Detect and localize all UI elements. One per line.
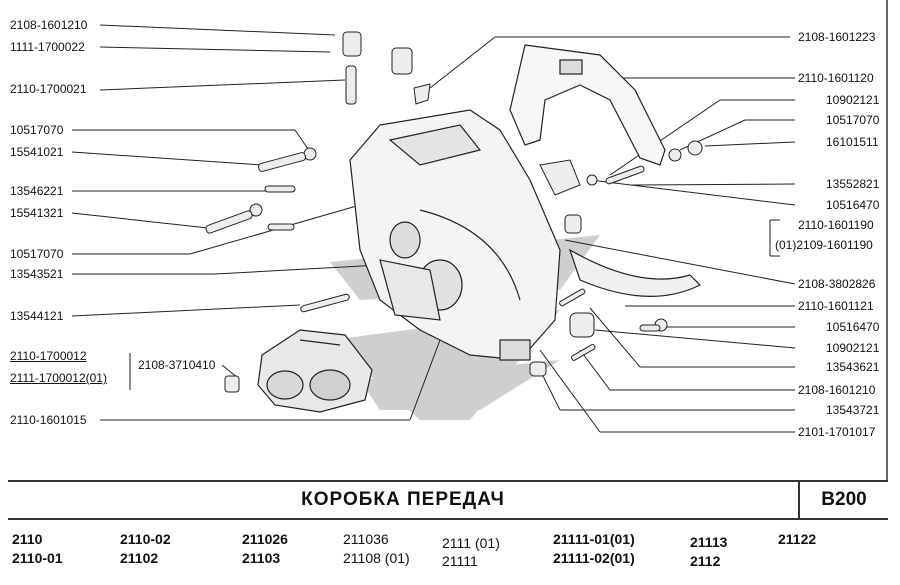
model-code: 2110-01 — [12, 550, 63, 566]
part-label: 2108-3710410 — [138, 358, 216, 372]
part-label: 2108-1601210 — [10, 18, 88, 32]
model-code: 211026 — [242, 531, 288, 547]
model-code: 21122 — [778, 531, 817, 547]
part-label: 13543721 — [826, 403, 880, 417]
part-label: 2101-1701017 — [798, 425, 876, 439]
part-label: 13543621 — [826, 360, 880, 374]
model-code: 21113 — [690, 534, 728, 550]
gearbox-assembly-thumbnail — [257, 329, 373, 413]
model-code: 211036 — [343, 531, 389, 547]
part-label: 13543521 — [10, 267, 64, 281]
part-label: 10517070 — [10, 247, 64, 261]
part-label: 13546221 — [10, 184, 64, 198]
model-code: 21111-02(01) — [553, 550, 635, 566]
model-code: 2110 — [12, 531, 43, 547]
part-label: 2110-1601120 — [798, 71, 874, 85]
model-code: 2112 — [690, 553, 721, 569]
part-label: 2111-1700012(01) — [10, 371, 107, 385]
leader-lines — [71, 24, 796, 433]
part-label: 13544121 — [10, 309, 64, 323]
model-code: 2110-02 — [120, 531, 171, 547]
model-code: 21103 — [242, 550, 281, 566]
model-code: 21111 — [442, 553, 478, 569]
flywheel-shield — [568, 248, 702, 297]
divider — [798, 482, 800, 518]
part-label: 15541321 — [10, 206, 64, 220]
part-label: 2110-1700021 — [10, 82, 87, 96]
title-bar: КОРОБКА ПЕРЕДАЧ В200 — [8, 480, 888, 520]
part-label: 10517070 — [10, 123, 64, 137]
part-label: 2110-1601015 — [10, 413, 87, 427]
gearbox-housing — [349, 109, 561, 361]
small-parts — [205, 31, 703, 393]
part-label: 10902121 — [826, 341, 880, 355]
part-label: 2108-1601223 — [798, 30, 876, 44]
part-label: 2110-1700012 — [10, 349, 87, 363]
part-label: 10516470 — [826, 198, 880, 212]
part-label: 2110-1601190 — [798, 218, 874, 232]
part-label: 10902121 — [826, 93, 880, 107]
section-code: В200 — [821, 489, 867, 510]
model-code: 21111-01(01) — [553, 531, 635, 547]
part-label: 10516470 — [826, 320, 880, 334]
part-label: 16101511 — [826, 135, 879, 149]
part-label: 15541021 — [10, 145, 64, 159]
part-label: (01)2109-1601190 — [775, 238, 873, 252]
model-code: 21102 — [120, 550, 159, 566]
part-label: 10517070 — [826, 113, 880, 127]
part-label: 1111-1700022 — [10, 40, 85, 54]
part-label: 13552821 — [826, 177, 880, 191]
part-label: 2108-1601210 — [798, 383, 876, 397]
part-label: 2110-1601121 — [798, 299, 874, 313]
model-code: 21108 (01) — [343, 550, 410, 566]
part-label: 2108-3802826 — [798, 277, 876, 291]
clutch-cover-plate — [509, 44, 666, 166]
page-title: КОРОБКА ПЕРЕДАЧ — [301, 489, 505, 510]
model-code: 2111 (01) — [442, 535, 500, 551]
page-border — [886, 0, 888, 480]
